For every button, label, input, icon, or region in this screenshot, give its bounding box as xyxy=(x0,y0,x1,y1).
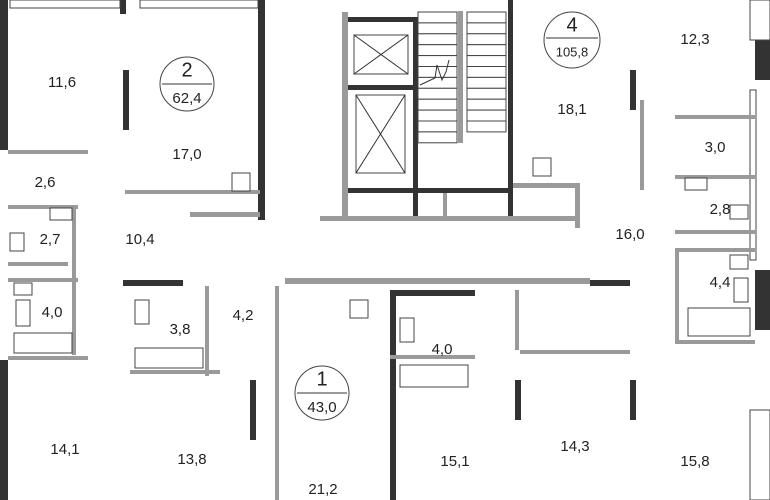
stair-step xyxy=(466,98,507,111)
room-area: 15,8 xyxy=(680,453,709,470)
fixtures xyxy=(9,157,751,388)
stair-step xyxy=(417,131,458,144)
elevators xyxy=(353,34,409,174)
stair-step xyxy=(466,66,507,78)
room-area: 4,0 xyxy=(432,341,453,358)
apartment-marker-4: 4 105,8 xyxy=(543,11,601,69)
room-area: 14,1 xyxy=(50,441,79,458)
stair-step xyxy=(417,98,458,111)
apartment-number: 4 xyxy=(566,14,577,36)
apartment-marker-2: 2 62,4 xyxy=(159,56,215,112)
room-labels: 11,6 17,0 2,6 2,7 10,4 4,0 3,8 4,2 4,0 1… xyxy=(35,31,731,498)
apartment-number: 1 xyxy=(316,368,327,390)
room-area: 11,6 xyxy=(48,74,76,91)
room-area: 2,7 xyxy=(40,231,61,248)
partition-walls xyxy=(8,11,755,500)
stair-step xyxy=(466,109,507,122)
stair-step xyxy=(417,66,458,78)
stair-step xyxy=(466,120,507,133)
apartment-number: 2 xyxy=(181,59,192,81)
room-area: 15,1 xyxy=(440,453,469,470)
room-area: 3,8 xyxy=(170,321,191,338)
room-area: 13,8 xyxy=(177,451,206,468)
room-area: 3,0 xyxy=(705,139,726,156)
stair-step xyxy=(417,11,458,24)
room-area: 12,3 xyxy=(680,31,709,48)
room-area: 4,2 xyxy=(233,307,254,324)
room-area: 14,3 xyxy=(560,438,589,455)
stair-step xyxy=(417,120,458,133)
room-area: 17,0 xyxy=(172,146,201,163)
stair-step xyxy=(417,55,458,67)
apartment-area: 43,0 xyxy=(307,399,336,416)
staircase xyxy=(417,11,507,144)
stair-step xyxy=(466,87,507,100)
stair-step xyxy=(466,55,507,67)
stair-step xyxy=(417,44,458,57)
room-area: 16,0 xyxy=(615,226,644,243)
room-area: 21,2 xyxy=(308,481,337,498)
break-line xyxy=(419,59,450,86)
stair-step xyxy=(466,33,507,46)
room-area: 18,1 xyxy=(557,101,586,118)
stair-step xyxy=(466,44,507,57)
room-area: 2,6 xyxy=(35,174,56,191)
apartment-marker-1: 1 43,0 xyxy=(294,365,350,421)
room-area: 4,4 xyxy=(710,274,731,291)
stair-step xyxy=(466,22,507,35)
stair-step xyxy=(466,76,507,89)
stair-step xyxy=(466,11,507,24)
apartment-area: 62,4 xyxy=(172,90,201,107)
stair-step xyxy=(417,22,458,35)
room-area: 4,0 xyxy=(42,304,63,321)
stair-step xyxy=(417,87,458,100)
apartment-area: 105,8 xyxy=(556,44,589,59)
stair-step xyxy=(417,33,458,46)
stair-step xyxy=(417,109,458,122)
room-area: 2,8 xyxy=(710,201,731,218)
room-area: 10,4 xyxy=(125,231,154,248)
